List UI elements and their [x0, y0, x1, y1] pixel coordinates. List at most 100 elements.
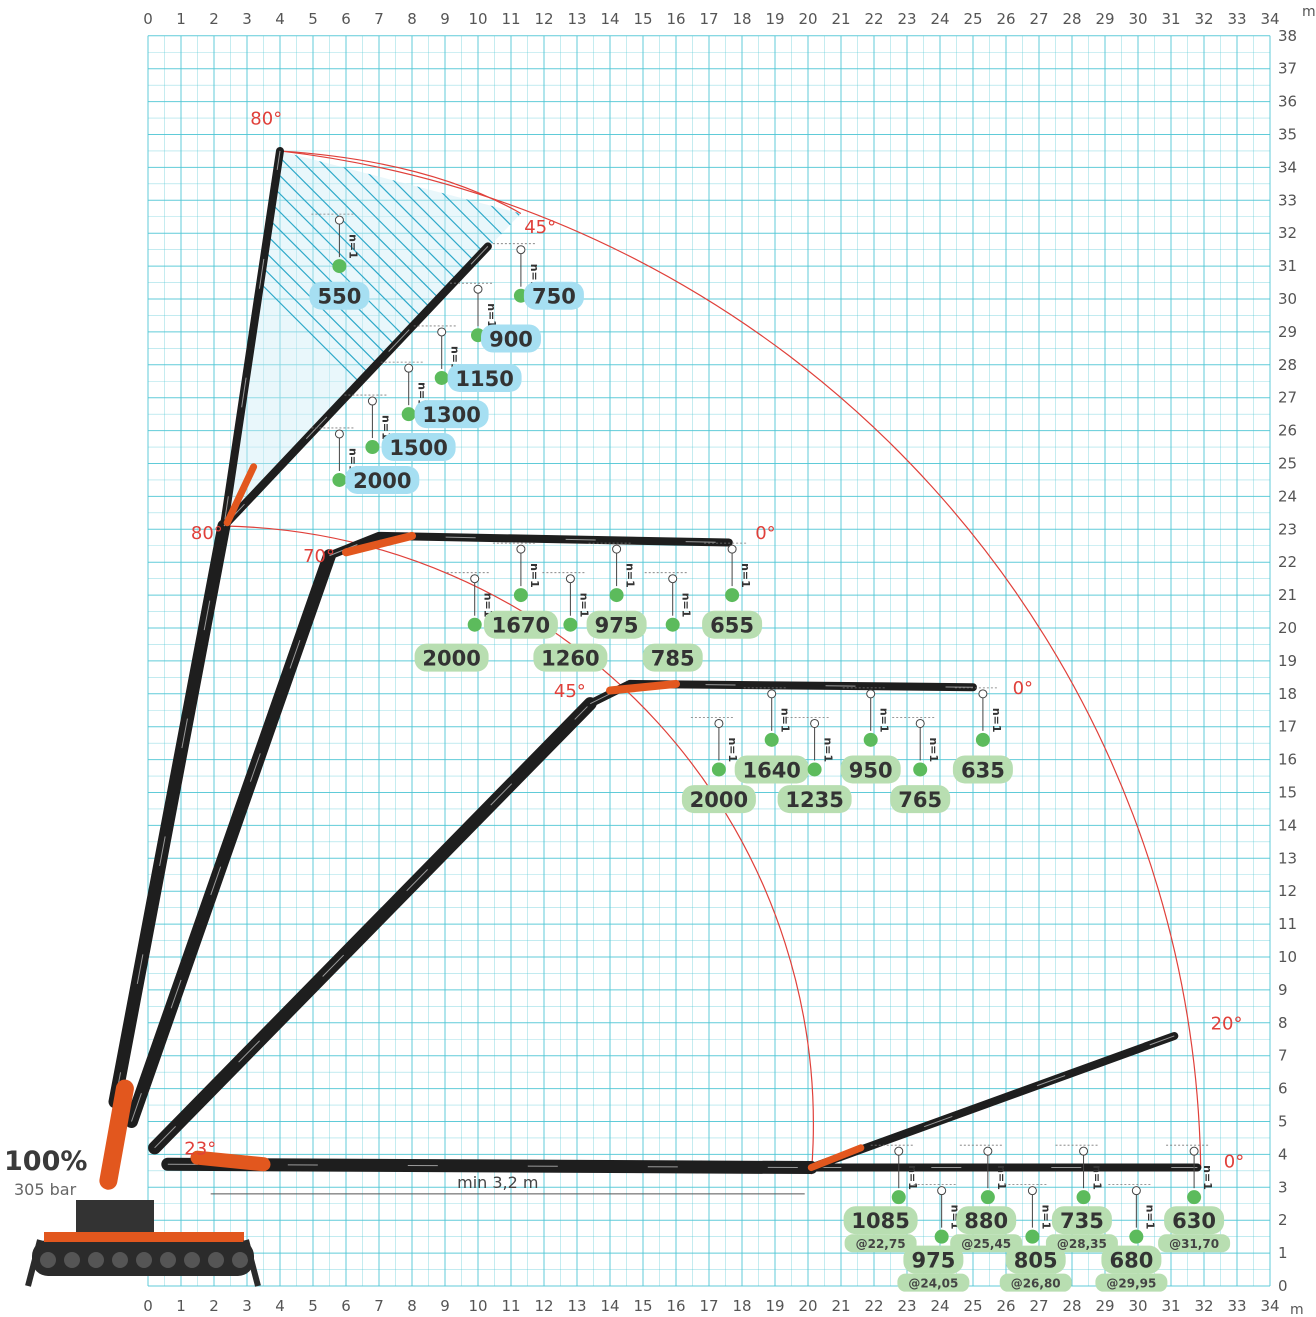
y-tick: 12 — [1278, 882, 1297, 900]
x-tick-bottom: 9 — [440, 1297, 450, 1315]
load-dot — [1025, 1229, 1040, 1244]
x-tick-bottom: 21 — [831, 1297, 850, 1315]
rope-count-label: n=1 — [1039, 1205, 1052, 1230]
reach-label: @26,80 — [1011, 1277, 1061, 1291]
rope-count-label: n=1 — [726, 737, 739, 762]
pulley-icon — [810, 718, 820, 728]
track-wheel — [88, 1252, 104, 1268]
load-pill — [956, 1206, 1017, 1235]
x-tick-top: 33 — [1227, 10, 1246, 28]
y-tick: 9 — [1278, 981, 1288, 999]
x-tick-top: 31 — [1161, 10, 1180, 28]
y-tick: 35 — [1278, 126, 1297, 144]
y-tick: 27 — [1278, 389, 1297, 407]
load-label: 1670 — [492, 614, 550, 638]
x-tick-top: 3 — [242, 10, 252, 28]
load-pill — [381, 433, 456, 462]
load-dot — [1076, 1190, 1091, 1205]
load-label: 1640 — [742, 758, 800, 782]
reach-pill — [844, 1234, 917, 1253]
rope-count-label: n=1 — [528, 563, 541, 588]
orange-knuckle-1 — [99, 1079, 134, 1190]
x-tick-top: 16 — [666, 10, 685, 28]
axis-unit-bottom: m — [1290, 1302, 1304, 1317]
load-pill — [414, 643, 489, 672]
y-tick: 29 — [1278, 323, 1297, 341]
reach-pill — [1095, 1273, 1168, 1292]
load-dot — [863, 732, 878, 747]
load-dot — [711, 762, 726, 777]
angle-label: 0° — [1224, 1152, 1244, 1173]
y-tick: 13 — [1278, 849, 1297, 867]
load-pill — [840, 755, 901, 784]
load-pill — [1101, 1245, 1162, 1274]
x-tick-top: 6 — [341, 10, 351, 28]
rope-count-label: n=1 — [346, 234, 359, 259]
load-pill — [890, 785, 951, 814]
pressure-percent: 100% — [4, 1146, 87, 1177]
y-tick: 38 — [1278, 27, 1297, 45]
pulley-icon — [668, 574, 678, 584]
y-tick: 18 — [1278, 685, 1297, 703]
reach-label: @29,95 — [1106, 1277, 1156, 1291]
jib-45-horizontal-detail — [589, 683, 974, 705]
y-tick: 37 — [1278, 60, 1297, 78]
load-pill — [903, 1245, 964, 1274]
x-tick-bottom: 30 — [1128, 1297, 1147, 1315]
x-tick-bottom: 1 — [176, 1297, 186, 1315]
x-tick-bottom: 2 — [209, 1297, 219, 1315]
orange-knuckle-4 — [342, 531, 416, 557]
load-dot — [891, 1190, 906, 1205]
y-tick: 6 — [1278, 1080, 1288, 1098]
load-dot — [434, 370, 449, 385]
axis-ticks: 0011223344556677889910101111121213131414… — [143, 4, 1315, 1317]
load-label: 1235 — [785, 788, 843, 812]
hatch-line — [541, 128, 841, 428]
x-tick-top: 29 — [1095, 10, 1114, 28]
load-dot — [609, 588, 624, 603]
x-tick-bottom: 3 — [242, 1297, 252, 1315]
load-label: 1300 — [422, 403, 480, 427]
load-label: 950 — [849, 758, 893, 782]
load-pill — [447, 363, 522, 392]
x-tick-bottom: 19 — [765, 1297, 784, 1315]
outrigger-right — [243, 1239, 261, 1287]
rope-count-label: n=1 — [624, 563, 637, 588]
angle-label: 23° — [184, 1138, 216, 1159]
rope-count-label: n=1 — [990, 708, 1003, 733]
boom-80-detail — [114, 525, 225, 1102]
load-pill — [1051, 1206, 1112, 1235]
load-dot — [332, 472, 347, 487]
load-dot — [513, 588, 528, 603]
load-label: 805 — [1014, 1249, 1058, 1273]
x-tick-top: 28 — [1062, 10, 1081, 28]
x-tick-bottom: 6 — [341, 1297, 351, 1315]
load-label: 2000 — [690, 788, 748, 812]
pressure-bar: 305 bar — [14, 1180, 77, 1199]
jib-80 — [219, 146, 284, 531]
boom-70-detail — [131, 555, 330, 1122]
pulley-icon — [1189, 1146, 1199, 1156]
load-label: 680 — [1109, 1249, 1153, 1273]
load-dot — [401, 407, 416, 422]
x-tick-top: 8 — [407, 10, 417, 28]
load-dot — [913, 762, 928, 777]
rope-count-label: n=1 — [485, 303, 498, 328]
load-dot — [934, 1229, 949, 1244]
hatch-line — [503, 150, 521, 429]
pulley-icon — [714, 718, 724, 728]
x-tick-top: 34 — [1260, 10, 1279, 28]
rope-count-label: n=1 — [906, 1165, 919, 1190]
x-tick-top: 10 — [468, 10, 487, 28]
x-tick-bottom: 17 — [699, 1297, 718, 1315]
x-tick-bottom: 11 — [501, 1297, 520, 1315]
axis-unit-top: m — [1302, 4, 1316, 20]
track-wheel — [184, 1252, 200, 1268]
x-tick-top: 27 — [1029, 10, 1048, 28]
load-pill — [345, 465, 420, 494]
y-tick: 36 — [1278, 93, 1297, 111]
pulley-icon — [437, 327, 447, 337]
y-tick: 33 — [1278, 191, 1297, 209]
pulley-icon — [516, 544, 526, 554]
pulley-icon — [767, 689, 777, 699]
